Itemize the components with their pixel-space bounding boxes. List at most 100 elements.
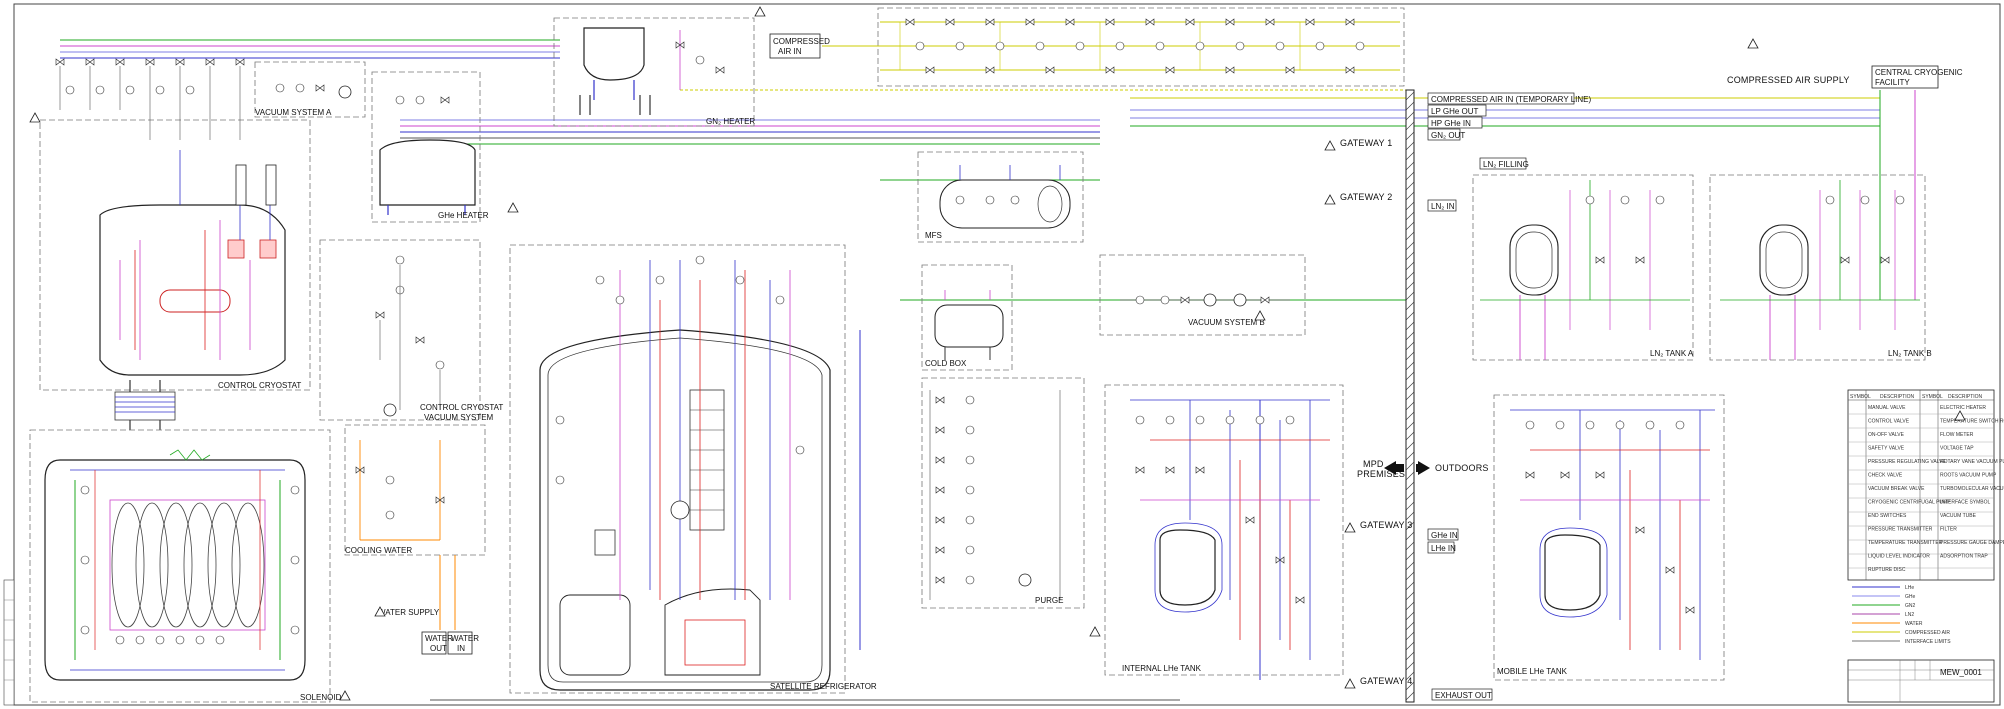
legend-row-description: CRYOGENIC CENTRIFUGAL PUMP (1868, 500, 1951, 506)
warning-triangle-icon (29, 112, 41, 123)
legend-row-description: LIQUID LEVEL INDICATOR (1868, 554, 1930, 560)
vacuum-system-a-label: VACUUM SYSTEM A (255, 108, 332, 117)
legend-header-symbol-1: SYMBOL (1850, 394, 1871, 400)
revision-strip (3, 579, 15, 706)
warning-triangle-icon (374, 606, 386, 617)
water-in-label-2: IN (457, 644, 465, 653)
gn2-out-label: GN₂ OUT (1431, 131, 1465, 140)
title-block: MEW_0001 (1847, 659, 1995, 703)
mpd-premises-label-1: MPD (1363, 459, 1384, 469)
legend-header-description-1: DESCRIPTION (1880, 394, 1915, 400)
internal-lhe-tank-section: INTERNAL LHe TANK (1104, 384, 1344, 676)
legend-row-description: FLOW METER (1940, 432, 1974, 438)
legend-line-label: GN2 (1905, 603, 1916, 609)
control-cryostat-label: CONTROL CRYOSTAT (218, 381, 301, 390)
gateway-wall (1405, 89, 1415, 703)
mobile-lhe-tank-label: MOBILE LHe TANK (1497, 667, 1568, 676)
legend-line-label: WATER (1905, 621, 1923, 627)
gateway-1-label: GATEWAY 1 (1340, 138, 1392, 148)
gn2-heater-section: GN₂ HEATER (553, 17, 755, 127)
arrow-right-icon (1416, 461, 1430, 475)
warning-triangle-icon (1344, 522, 1356, 533)
warning-triangle-icon (339, 690, 351, 701)
vacuum-system-b-label: VACUUM SYSTEM B (1188, 318, 1265, 327)
central-cryogenic-label-2: FACILITY (1875, 78, 1910, 87)
warning-triangle-icon (754, 6, 766, 17)
lhe-in-label: LHe IN (1431, 544, 1456, 553)
legend-line-label: LN2 (1905, 612, 1914, 618)
ln2-filling-label: LN₂ FILLING (1483, 160, 1529, 169)
compressed-air-in-label-2: AIR IN (778, 47, 802, 56)
cc-vacuum-label-2: VACUUM SYSTEM (424, 413, 494, 422)
ghe-heater-label: GHe HEATER (438, 211, 489, 220)
compressed-air-in-label-1: COMPRESSED (773, 37, 830, 46)
warning-triangle-icon (1344, 678, 1356, 689)
legend-row-description: ROTARY VANE VACUUM PUMP (1940, 459, 2004, 465)
compressed-air-section: COMPRESSED AIR IN COMPRESSED AIR SUPPLY (769, 7, 1849, 87)
legend-line-label: INTERFACE LIMITS (1905, 639, 1951, 645)
legend-row-description: TURBOMOLECULAR VACUUM PUMP (1940, 486, 2004, 492)
legend-row-description: PRESSURE TRANSMITTER (1868, 527, 1933, 533)
drawing-frame (13, 3, 2001, 706)
ln2-tank-a-label: LN₂ TANK A (1650, 349, 1694, 358)
legend-row-description: CHECK VALVE (1868, 473, 1903, 479)
mobile-lhe-tank-section: MOBILE LHe TANK (1493, 394, 1725, 681)
legend-line-label: GHe (1905, 594, 1916, 600)
legend-row-description: TEMPERATURE TRANSMITTER (1868, 540, 1943, 546)
cooling-water-section: COOLING WATER (344, 424, 486, 556)
water-out-label-2: OUT (430, 644, 447, 653)
cc-vacuum-section: CONTROL CRYOSTAT VACUUM SYSTEM (319, 239, 503, 422)
legend-row-description: VOLTAGE TAP (1940, 446, 1974, 452)
vacuum-system-a-section: VACUUM SYSTEM A (254, 61, 366, 118)
exhaust-out-label: EXHAUST OUT (1435, 691, 1492, 700)
mfs-label: MFS (925, 231, 942, 240)
mfs-section: MFS (917, 151, 1084, 243)
legend-row-description: END SWITCHES (1868, 513, 1907, 519)
gateway-2-label: GATEWAY 2 (1340, 192, 1392, 202)
legend-row-description: CONTROL VALVE (1868, 419, 1910, 425)
drawing-number: MEW_0001 (1940, 668, 1982, 677)
legend-row-description: MANUAL VALVE (1868, 405, 1906, 411)
symbol-legend: SYMBOL DESCRIPTION SYMBOL DESCRIPTION MA… (1847, 389, 2004, 581)
warning-triangle-icon (507, 202, 519, 213)
legend-row-description: VACUUM BREAK VALVE (1868, 486, 1925, 492)
legend-row-description: PRESSURE REGULATING VALVE (1868, 459, 1946, 465)
legend-row-description: TEMPERATURE SWITCH ROUND (1940, 419, 2004, 425)
legend-row-description: VACUUM TUBE (1940, 513, 1977, 519)
control-cryostat-section: CONTROL CRYOSTAT (39, 119, 311, 430)
vacuum-system-b-section: VACUUM SYSTEM B (1099, 254, 1306, 336)
warning-triangle-icon (1747, 38, 1759, 49)
cold-box-section: COLD BOX (921, 264, 1013, 371)
legend-header-symbol-2: SYMBOL (1922, 394, 1943, 400)
solenoid-label: SOLENOID (300, 693, 342, 702)
cold-box-label: COLD BOX (925, 359, 967, 368)
legend-header-description-2: DESCRIPTION (1948, 394, 1983, 400)
legend-row-description: ELECTRIC HEATER (1940, 405, 1986, 411)
gateway-4-label: GATEWAY 4 (1360, 676, 1412, 686)
legend-row-description: RUPTURE DISC (1868, 567, 1906, 573)
warning-triangle-icon (1954, 410, 1966, 421)
legend-row-description: INTERFACE SYMBOL (1940, 500, 1991, 506)
outdoors-label: OUTDOORS (1435, 463, 1489, 473)
warning-triangle-icon (1324, 194, 1336, 205)
interface-boxes: CENTRAL CRYOGENIC FACILITY COMPRESSED AI… (1427, 65, 1963, 701)
ln2-tank-b-label: LN₂ TANK B (1888, 349, 1932, 358)
solenoid-section: SOLENOID (29, 429, 342, 703)
ln2-in-label: LN₂ IN (1431, 202, 1455, 211)
ln2-tank-b-section: LN₂ TANK B (1709, 174, 1932, 361)
water-out-label-1: WATER (425, 634, 453, 643)
hp-ghe-in-label: HP GHe IN (1431, 119, 1471, 128)
cryostat-valve-row (55, 58, 245, 140)
legend-row-description: ADSORPTION TRAP (1940, 554, 1988, 560)
internal-lhe-tank-label: INTERNAL LHe TANK (1122, 664, 1202, 673)
cooling-water-label: COOLING WATER (345, 546, 412, 555)
gateway-3-label: GATEWAY 3 (1360, 520, 1412, 530)
legend-line-label: COMPRESSED AIR (1905, 630, 1950, 636)
mpd-premises-label-2: PREMISES (1357, 469, 1405, 479)
purge-label: PURGE (1035, 596, 1063, 605)
warning-triangle-icon (1324, 140, 1336, 151)
gn2-heater-label: GN₂ HEATER (706, 117, 755, 126)
purge-section: PURGE (921, 377, 1085, 609)
